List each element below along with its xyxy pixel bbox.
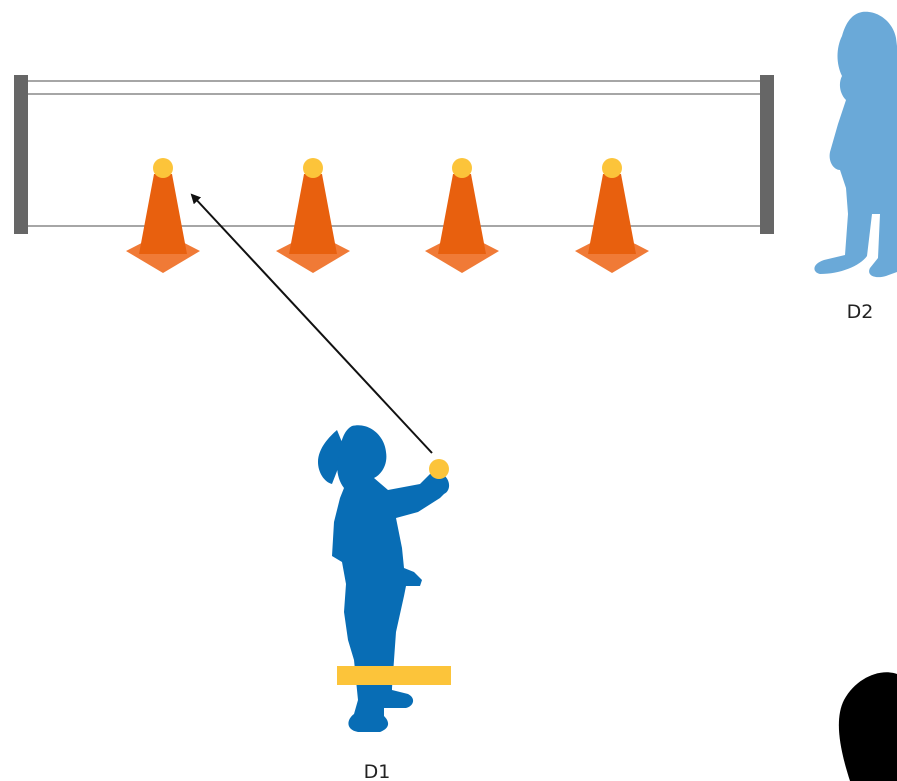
corner-shape bbox=[839, 672, 897, 781]
cone-body bbox=[588, 174, 636, 254]
cone-1 bbox=[126, 158, 200, 273]
fence-post-left bbox=[14, 75, 28, 234]
child-d2-silhouette bbox=[814, 12, 897, 277]
cone-2 bbox=[276, 158, 350, 273]
label-d2: D2 bbox=[847, 301, 874, 323]
fence-post-right bbox=[760, 75, 774, 234]
cones bbox=[126, 158, 649, 273]
child-d2-body bbox=[814, 12, 897, 277]
thrown-ball bbox=[429, 459, 449, 479]
cone-body bbox=[139, 174, 187, 254]
ball bbox=[602, 158, 622, 178]
label-d1: D1 bbox=[364, 761, 391, 781]
rope-fence bbox=[14, 75, 774, 234]
cone-4 bbox=[575, 158, 649, 273]
ball bbox=[452, 158, 472, 178]
ball bbox=[303, 158, 323, 178]
ball bbox=[153, 158, 173, 178]
cone-3 bbox=[425, 158, 499, 273]
floor-marker bbox=[337, 666, 451, 685]
cone-body bbox=[438, 174, 486, 254]
cone-body bbox=[289, 174, 337, 254]
